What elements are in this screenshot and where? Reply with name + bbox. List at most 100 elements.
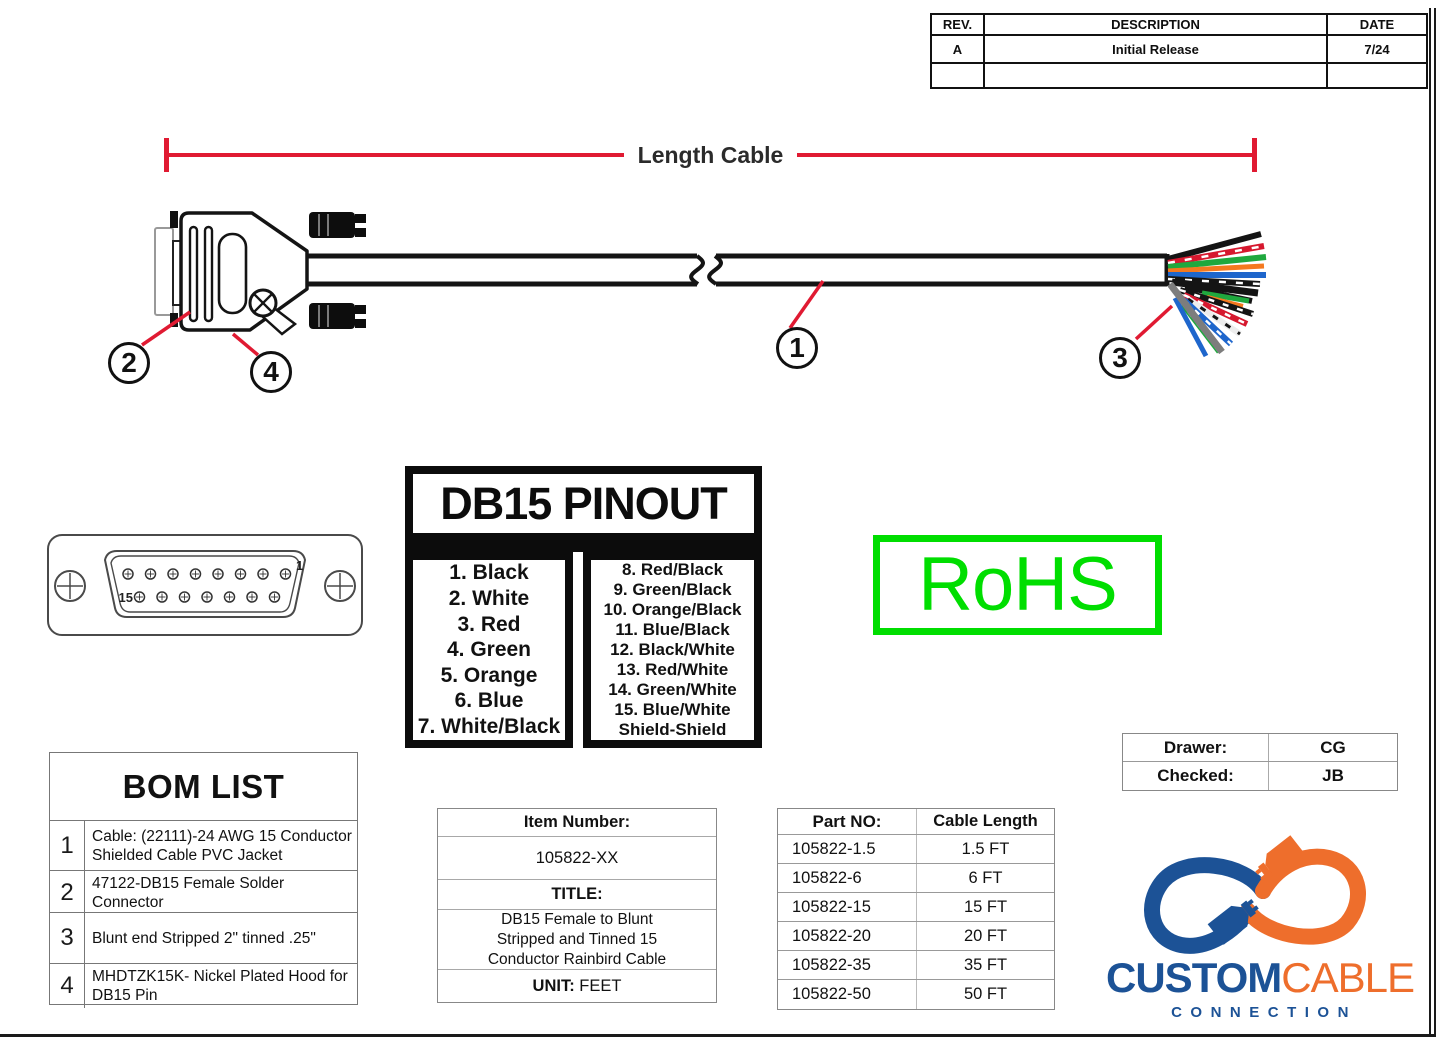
bom-item-number: 1 (50, 821, 85, 870)
cable-length-header: Cable Length (933, 812, 1038, 830)
rev-value: A (932, 36, 985, 64)
cable-length: 35 FT (963, 955, 1008, 974)
callout-3-blunt-end: 3 (1099, 337, 1141, 379)
part-row: 105822-1.5 1.5 FT (778, 835, 1054, 864)
part-no-header: Part NO: (778, 809, 917, 834)
rohs-badge: RoHS (873, 535, 1162, 635)
cable-assembly-drawing (141, 211, 1267, 358)
logo-infinity-cable-icon (1144, 835, 1366, 954)
date-empty (1328, 64, 1426, 87)
pinout-item: 12. Black/White (610, 640, 735, 660)
date-header: DATE (1328, 15, 1426, 36)
dimension-line-left (169, 153, 624, 157)
pin-15-label: 15 (119, 590, 133, 605)
pinout-item: 2. White (448, 587, 530, 611)
pinout-item: Shield-Shield (618, 719, 727, 739)
checked-value: JB (1322, 766, 1344, 785)
logo-connection-text: CONNECTION (1171, 1004, 1357, 1021)
part-no: 105822-50 (778, 980, 917, 1009)
bom-row: 1 Cable: (22111)-24 AWG 15 Conductor Shi… (50, 821, 357, 871)
item-number-label: Item Number: (523, 813, 631, 831)
bom-item-desc: Blunt end Stripped 2" tinned .25" (92, 929, 316, 947)
unit-row: UNIT: FEET (438, 969, 716, 1002)
pin-1-label: 1 (296, 558, 303, 573)
dimension-tick-right (1252, 138, 1258, 172)
rev-empty (932, 64, 985, 87)
callout-4-hood: 4 (250, 351, 292, 393)
item-info-box: Item Number: 105822-XX TITLE: DB15 Femal… (437, 808, 717, 1003)
sheet-border-right (1429, 8, 1436, 1034)
cable-length: 20 FT (963, 926, 1008, 945)
bom-item-number: 3 (50, 913, 85, 963)
company-logo: CUSTOMCABLE CONNECTION (1085, 833, 1435, 1021)
bom-title: BOM LIST (50, 753, 357, 821)
part-row: 105822-15 15 FT (778, 893, 1054, 922)
date-value: 7/24 (1328, 36, 1426, 64)
pinout-item: 6. Blue (454, 689, 524, 713)
cable-length: 6 FT (968, 868, 1003, 887)
title-label: TITLE: (438, 879, 716, 909)
pinout-item: 3. Red (457, 612, 521, 636)
bom-row: 4 MHDTZK15K- Nickel Plated Hood for DB15… (50, 964, 357, 1008)
drawer-label: Drawer: (1123, 734, 1269, 761)
pinout-item: 1. Black (449, 561, 529, 585)
sheet-border-bottom (0, 1034, 1436, 1037)
description-value: Initial Release (985, 36, 1328, 64)
bom-item-number: 4 (50, 964, 85, 1008)
part-no: 105822-15 (778, 893, 917, 921)
description-header: DESCRIPTION (985, 15, 1328, 36)
pinout-title: DB15 PINOUT (405, 466, 762, 552)
pinout-column-right: 8. Red/Black 9. Green/Black 10. Orange/B… (583, 552, 762, 748)
part-no: 105822-6 (778, 864, 917, 892)
title-value: DB15 Female to Blunt Stripped and Tinned… (438, 909, 716, 969)
cable-length: 50 FT (963, 985, 1008, 1003)
pinout-item: 10. Orange/Black (603, 600, 742, 620)
pinout-item: 7. White/Black (417, 714, 561, 738)
pinout-block: DB15 PINOUT 1. Black 2. White 3. Red 4. … (405, 466, 762, 748)
db15-face-drawing: 1 15 (47, 534, 363, 636)
cable-length: 15 FT (963, 897, 1008, 916)
part-no: 105822-20 (778, 922, 917, 950)
bom-item-desc: 47122-DB15 Female Solder Connector (92, 875, 285, 911)
part-table-header: Part NO: Cable Length (778, 809, 1054, 835)
bom-row: 2 47122-DB15 Female Solder Connector (50, 871, 357, 915)
bom-item-desc: MHDTZK15K- Nickel Plated Hood for DB15 P… (92, 968, 348, 1004)
dimension-tick-left (164, 138, 169, 172)
unit-value: FEET (574, 976, 622, 995)
part-no: 105822-1.5 (778, 835, 917, 863)
drawer-value: CG (1320, 737, 1346, 757)
approval-table: Drawer: CG Checked: JB (1122, 733, 1398, 791)
callout-1-cable: 1 (776, 327, 818, 369)
pinout-item: 15. Blue/White (614, 699, 731, 719)
pinout-item: 9. Green/Black (613, 580, 732, 600)
part-no: 105822-35 (778, 951, 917, 979)
logo-custom-text: CUSTOM (1106, 954, 1282, 1001)
pinout-item: 5. Orange (440, 663, 538, 687)
dimension-line-right (797, 153, 1253, 157)
pinout-item: 11. Blue/Black (615, 620, 730, 640)
bom-item-desc: Cable: (22111)-24 AWG 15 Conductor Shiel… (92, 827, 352, 864)
checked-label: Checked: (1123, 762, 1269, 790)
pinout-item: 4. Green (446, 638, 532, 662)
part-row: 105822-20 20 FT (778, 922, 1054, 951)
bom-table: BOM LIST 1 Cable: (22111)-24 AWG 15 Cond… (49, 752, 358, 1008)
logo-wordmark: CUSTOMCABLE (1106, 954, 1415, 1001)
description-empty (985, 64, 1328, 87)
revision-table: REV. DESCRIPTION DATE A Initial Release … (930, 13, 1428, 89)
pinout-item: 14. Green/White (608, 679, 737, 699)
item-number-value: 105822-XX (438, 836, 716, 879)
bom-row: 3 Blunt end Stripped 2" tinned .25" (50, 913, 357, 964)
logo-cable-text: CABLE (1281, 954, 1415, 1001)
checked-row: Checked: JB (1123, 762, 1397, 790)
bom-item-number: 2 (50, 871, 85, 915)
part-row: 105822-50 50 FT (778, 980, 1054, 1009)
part-row: 105822-6 6 FT (778, 864, 1054, 893)
rev-header: REV. (932, 15, 985, 36)
callout-2-connector: 2 (108, 342, 150, 384)
dimension-label: Length Cable (637, 141, 784, 168)
unit-label: UNIT: (532, 976, 575, 995)
length-dimension: Length Cable (164, 138, 1258, 172)
pinout-item: 8. Red/Black (621, 560, 724, 580)
pinout-item: 13. Red/White (616, 659, 729, 679)
